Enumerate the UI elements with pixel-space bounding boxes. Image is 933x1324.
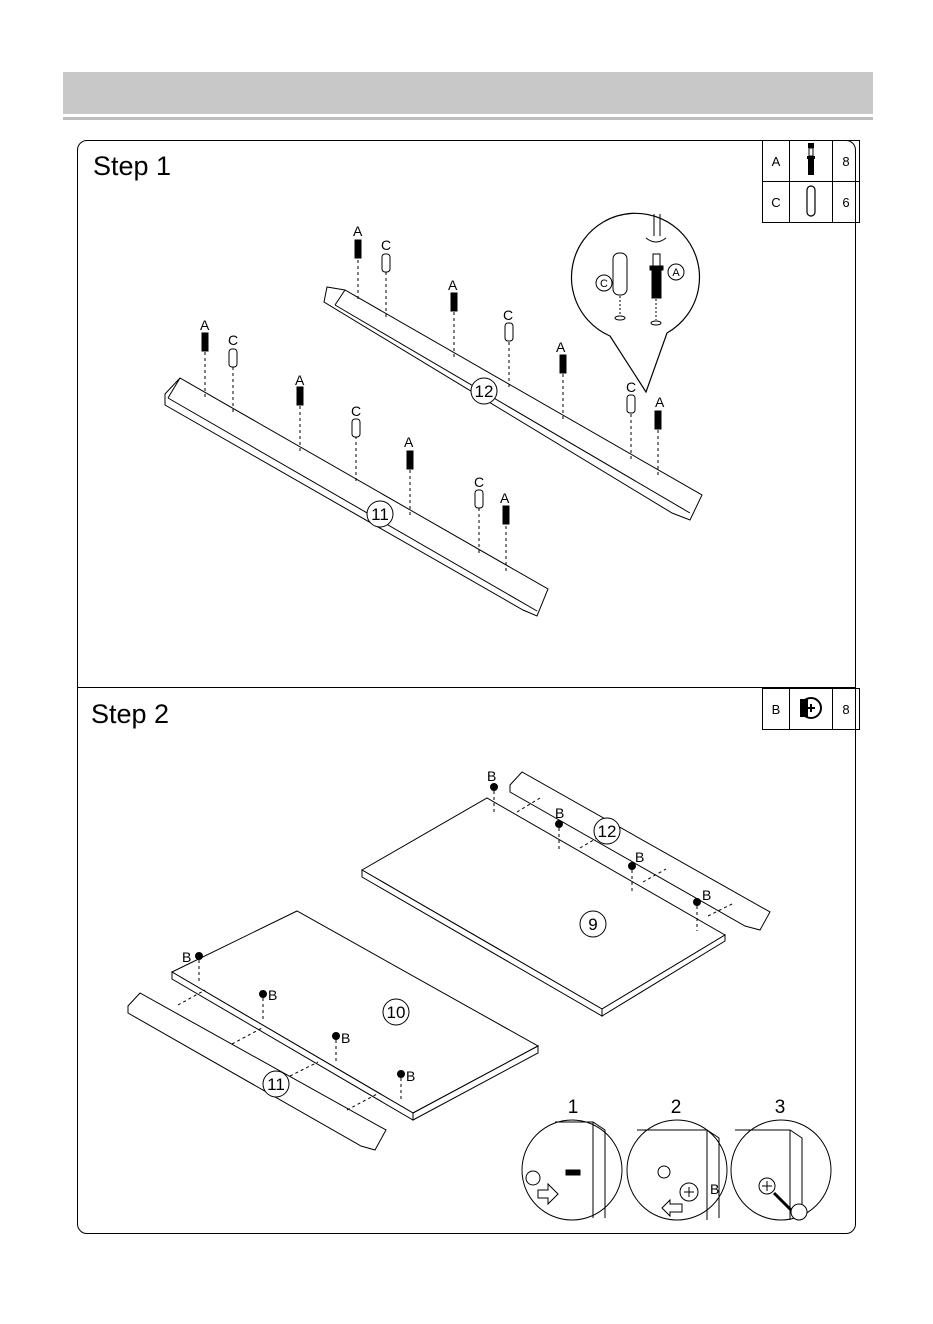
label-a: A — [655, 394, 665, 410]
label-b: B — [182, 949, 191, 965]
detail-step-1: 1 — [568, 1097, 579, 1118]
label-c: C — [626, 379, 636, 395]
detail-bubble — [571, 213, 699, 392]
part-number-9: 9 — [588, 915, 597, 934]
label-b: B — [635, 849, 644, 865]
label-a: A — [500, 490, 510, 506]
label-b: B — [702, 887, 711, 903]
label-c: C — [503, 307, 513, 323]
bubble-label-a: A — [672, 267, 680, 279]
part-number-11: 11 — [371, 505, 389, 524]
detail-circle-3 — [731, 1120, 831, 1220]
part-number-12: 12 — [475, 382, 494, 401]
detail-circle-1 — [522, 1120, 622, 1220]
label-a: A — [448, 277, 458, 293]
part-number-10: 10 — [387, 1003, 406, 1022]
part-number-11: 11 — [267, 1075, 285, 1094]
part-number-12: 12 — [598, 822, 617, 841]
label-c: C — [228, 332, 238, 348]
label-c: C — [474, 474, 484, 490]
detail-step-2: 2 — [671, 1097, 682, 1118]
label-b: B — [487, 768, 496, 784]
label-c: C — [351, 403, 361, 419]
label-b: B — [555, 805, 564, 821]
detail-step-3: 3 — [775, 1097, 786, 1118]
bubble-label-c: C — [600, 278, 608, 290]
label-a: A — [404, 434, 414, 450]
label-b: B — [268, 987, 277, 1003]
detail-step-numbers: 1 2 3 — [568, 1097, 786, 1118]
label-b: B — [406, 1068, 415, 1084]
label-a: A — [295, 372, 305, 388]
label-b: B — [341, 1030, 350, 1046]
label-a: A — [556, 339, 566, 355]
detail-circle-2 — [627, 1120, 727, 1220]
label-b: B — [710, 1181, 719, 1197]
label-a: A — [200, 317, 210, 333]
label-a: A — [353, 223, 363, 239]
label-c: C — [381, 237, 391, 253]
